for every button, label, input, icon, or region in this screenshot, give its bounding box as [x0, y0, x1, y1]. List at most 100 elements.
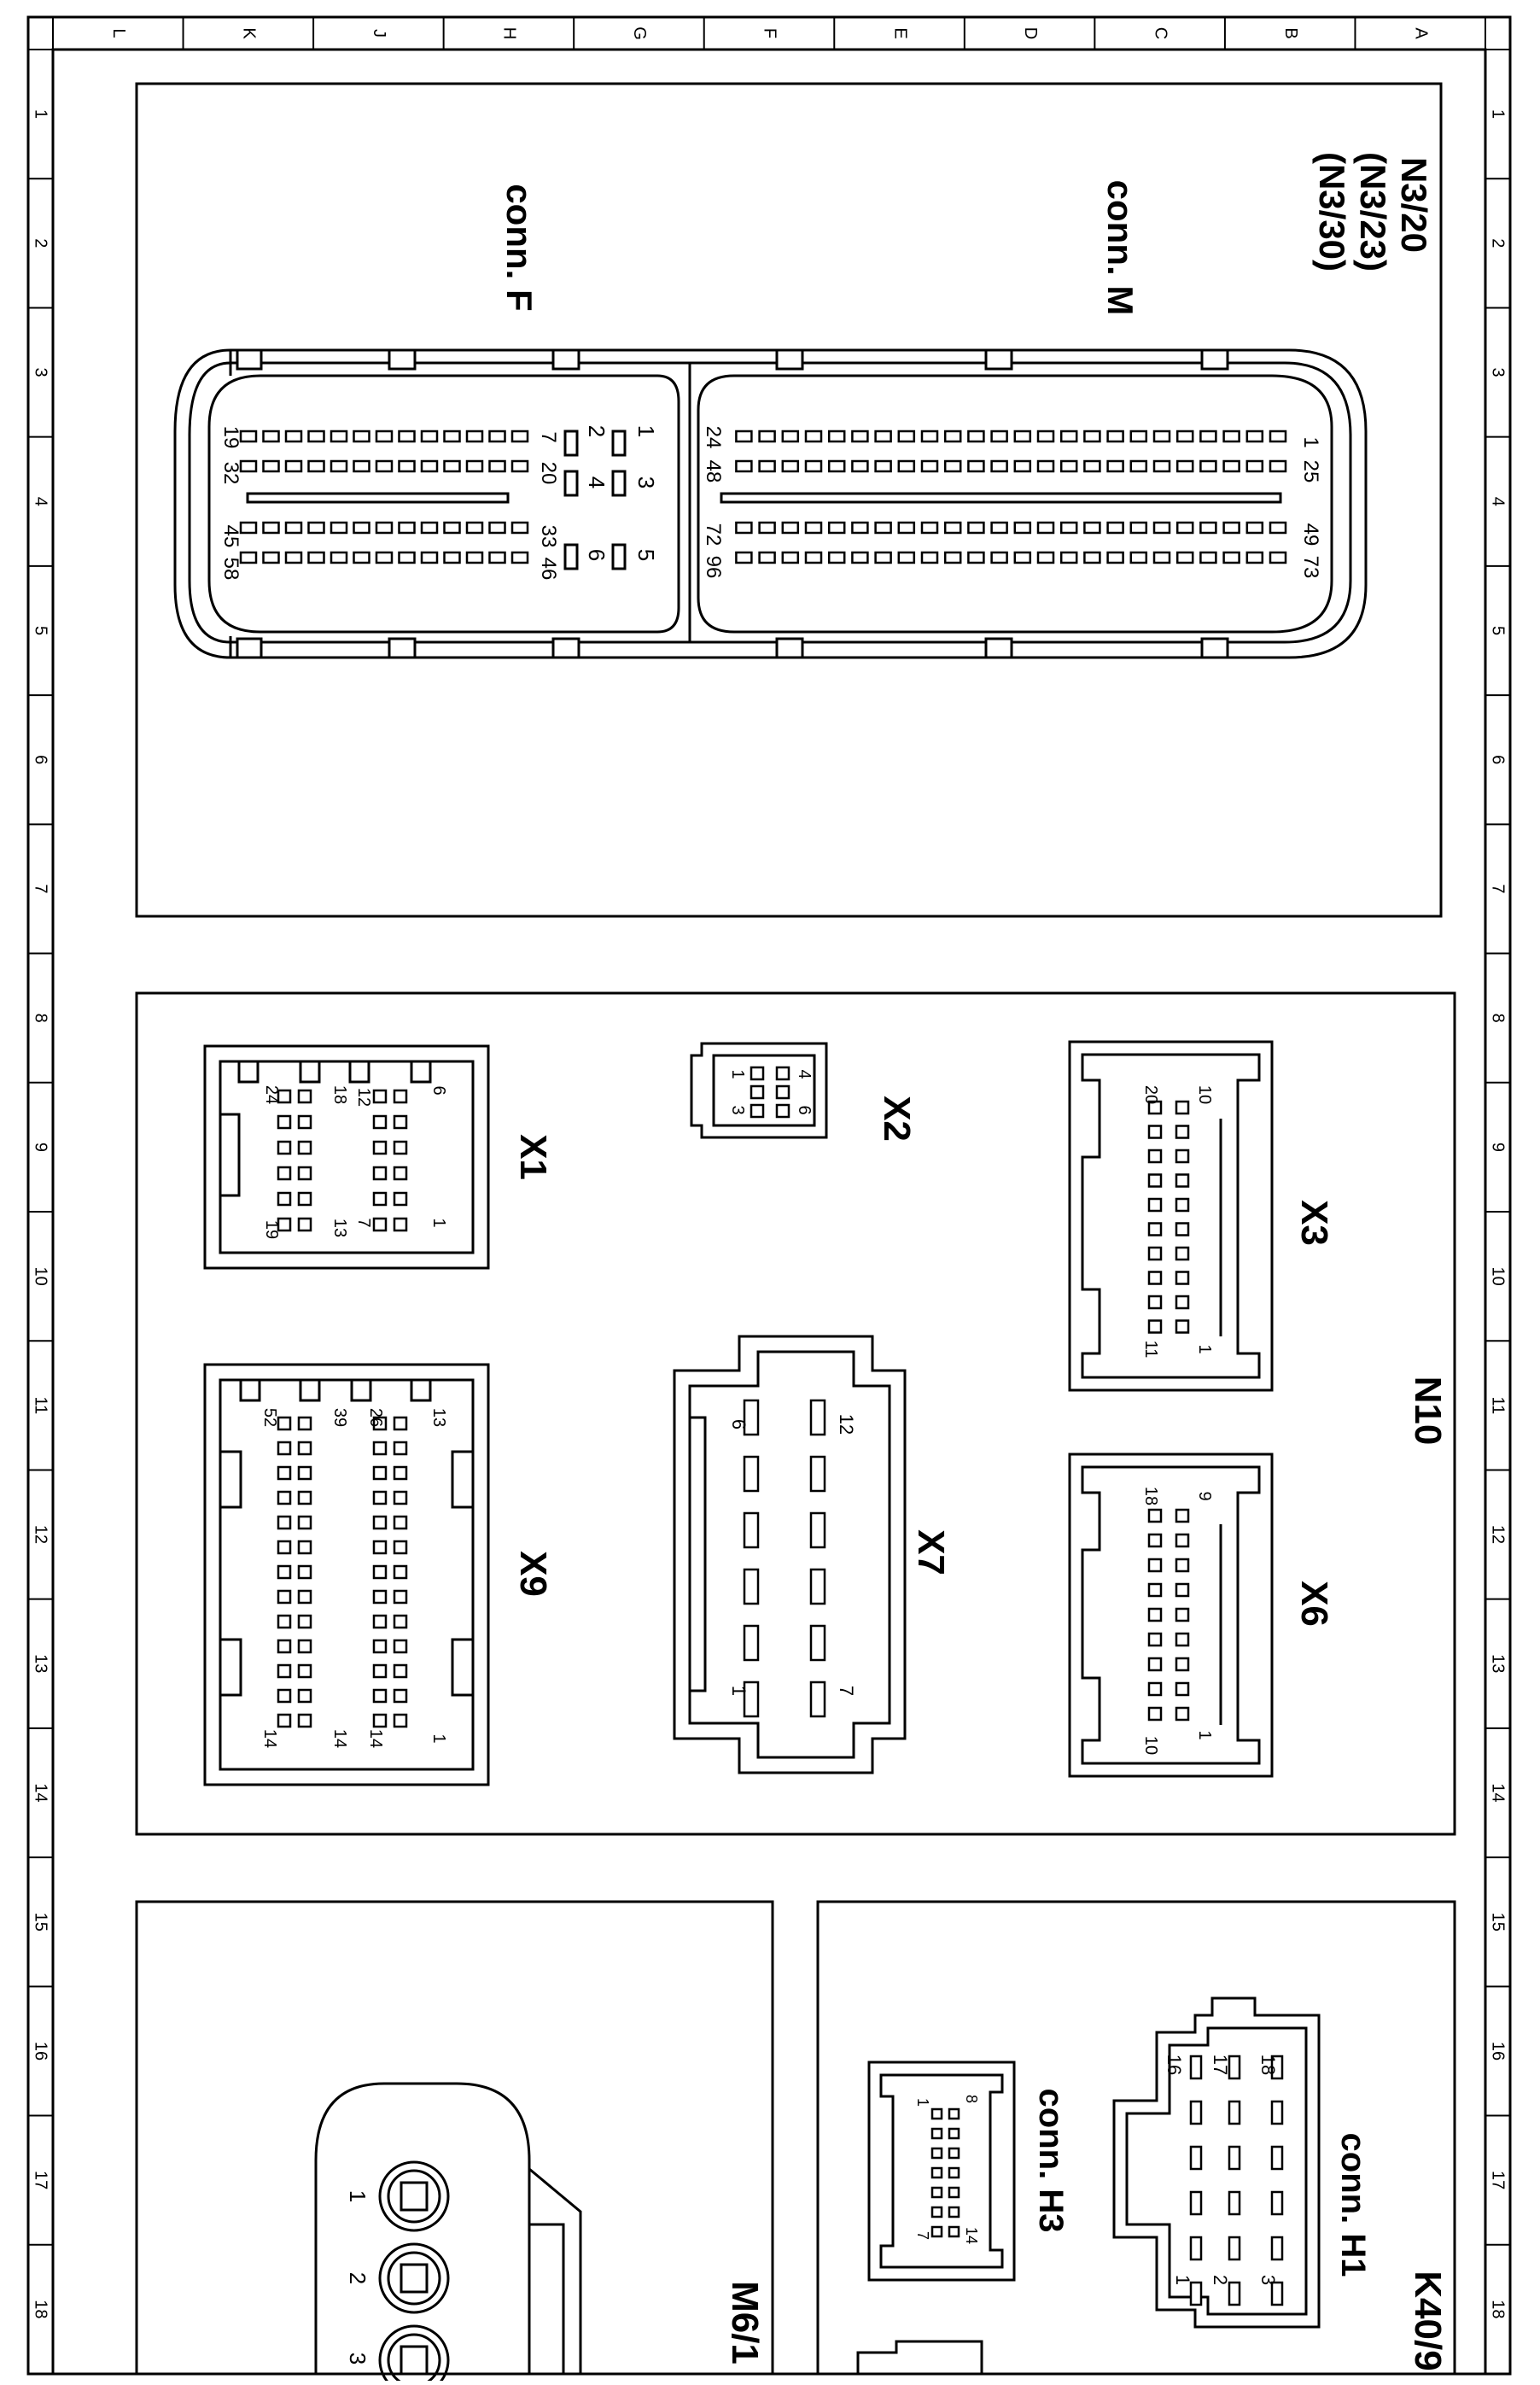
pin-cavity	[1147, 1582, 1163, 1598]
pin-cavity	[750, 1084, 765, 1100]
component-line-2: (N3/23)	[1353, 152, 1393, 272]
pin-cavity	[735, 430, 753, 443]
pin-number: 58	[219, 558, 242, 581]
pin-cavity	[375, 551, 394, 564]
pin-cavity	[735, 459, 753, 473]
pin-cavity	[804, 521, 823, 535]
column-letter: A	[1411, 27, 1430, 39]
row-number: 11	[1489, 1396, 1508, 1414]
pin-cavity	[393, 1465, 408, 1481]
pin-cavity	[1147, 1295, 1163, 1310]
row-number: 4	[32, 497, 50, 506]
pin-number: 39	[330, 1408, 349, 1427]
pin-cavity	[1036, 459, 1055, 473]
pin-cavity	[1269, 521, 1287, 535]
pin-cavity	[372, 1663, 388, 1679]
pin-cavity	[277, 1713, 292, 1728]
pin-cavity	[372, 1540, 388, 1555]
pin-cavity	[297, 1639, 312, 1654]
pin-cavity	[1199, 430, 1217, 443]
pin-cavity	[372, 1166, 388, 1181]
column-letter: C	[1151, 27, 1170, 39]
pin-cavity	[967, 430, 985, 443]
pin-cavity	[284, 521, 303, 535]
pin-cavity	[1175, 1508, 1190, 1523]
pin-cavity	[297, 1217, 312, 1232]
pin-cavity	[307, 551, 325, 564]
pin-cavity	[393, 1639, 408, 1654]
pin-cavity	[804, 430, 823, 443]
column-letter: H	[500, 27, 519, 39]
pin-cavity	[1189, 2281, 1203, 2306]
middle-panel-n10: N10 1 6 7 12 13 18 19 24 X1 1 3	[135, 991, 1456, 1836]
pin-cavity	[297, 1614, 312, 1629]
pin-number: 7	[537, 431, 560, 442]
pin-cavity	[1013, 551, 1032, 564]
pin-cavity	[948, 2127, 960, 2140]
pin-cavity	[1147, 1558, 1163, 1573]
pin-cavity	[393, 1089, 408, 1104]
pin-cavity	[239, 521, 258, 535]
pin-cavity	[1175, 1657, 1190, 1672]
pin-number: 18	[1141, 1487, 1160, 1505]
x6-label: X6	[1293, 1581, 1335, 1627]
pin-cavity	[1189, 2055, 1203, 2080]
m6-1-pin-numbers: 1 2 3	[345, 2190, 370, 2365]
connector-x1: 1 6 7 12 13 18 19 24 X1	[203, 1044, 554, 1270]
pin-cavity	[1175, 1706, 1190, 1722]
row-number: 7	[32, 884, 50, 893]
pin-cavity	[1175, 1149, 1190, 1164]
pin-cavity	[948, 2225, 960, 2238]
pin-cavity	[1147, 1632, 1163, 1647]
x2-pin-field	[750, 1066, 790, 1119]
pin-number: 19	[262, 1220, 281, 1239]
pin-socket	[378, 2160, 450, 2232]
pin-cavity	[1106, 521, 1124, 535]
pin-number: 9	[1195, 1491, 1214, 1500]
row-number: 13	[32, 1654, 50, 1673]
pin-cavity	[372, 1217, 388, 1232]
pin-cavity	[297, 1191, 312, 1207]
pin-cavity	[375, 521, 394, 535]
pin-cavity	[393, 1217, 408, 1232]
pin-number: 6	[429, 1085, 448, 1095]
pin-number: 26	[366, 1408, 385, 1427]
pin-cavity	[781, 430, 800, 443]
pin-cavity	[948, 2147, 960, 2160]
pin-number: 18	[330, 1085, 349, 1104]
pin-cavity	[743, 1568, 760, 1605]
row-number: 10	[32, 1266, 50, 1285]
pin-cavity	[775, 1066, 790, 1081]
pin-cavity	[398, 459, 416, 473]
pin-cavity	[809, 1624, 826, 1662]
pin-cavity	[851, 459, 869, 473]
pin-cavity	[1199, 551, 1217, 564]
pin-number: 25	[1299, 460, 1322, 483]
pin-socket	[378, 2324, 450, 2385]
pin-cavity	[990, 521, 1008, 535]
pin-cavity	[372, 1416, 388, 1431]
pin-number: 1	[728, 1686, 750, 1696]
pin-cavity	[372, 1564, 388, 1580]
pin-cavity	[1269, 430, 1287, 443]
pin-number: 7	[914, 2231, 931, 2240]
conn-f-pin-numbers: 1 2 3 4 5 6 7 19 20 32 33 45 46 58	[219, 425, 659, 581]
pin-socket-ring	[387, 2169, 441, 2224]
pin-cavity	[353, 430, 370, 443]
pin-cavity	[743, 1681, 760, 1718]
pin-cavity	[1270, 2145, 1284, 2171]
pin-number: 1	[633, 425, 659, 437]
pin-cavity	[393, 1564, 408, 1580]
pin-cavity	[967, 551, 985, 564]
pin-cavity	[1147, 1533, 1163, 1548]
row-number: 1	[32, 109, 50, 119]
pin-cavity	[775, 1084, 790, 1100]
pin-cavity	[851, 521, 869, 535]
pin-number: 6	[795, 1105, 814, 1114]
pin-cavity	[420, 459, 439, 473]
pin-cavity	[393, 1191, 408, 1207]
pin-cavity	[1175, 1246, 1190, 1261]
pin-cavity	[277, 1589, 292, 1605]
row-number: 18	[32, 2300, 50, 2318]
pin-cavity	[1175, 1607, 1190, 1622]
